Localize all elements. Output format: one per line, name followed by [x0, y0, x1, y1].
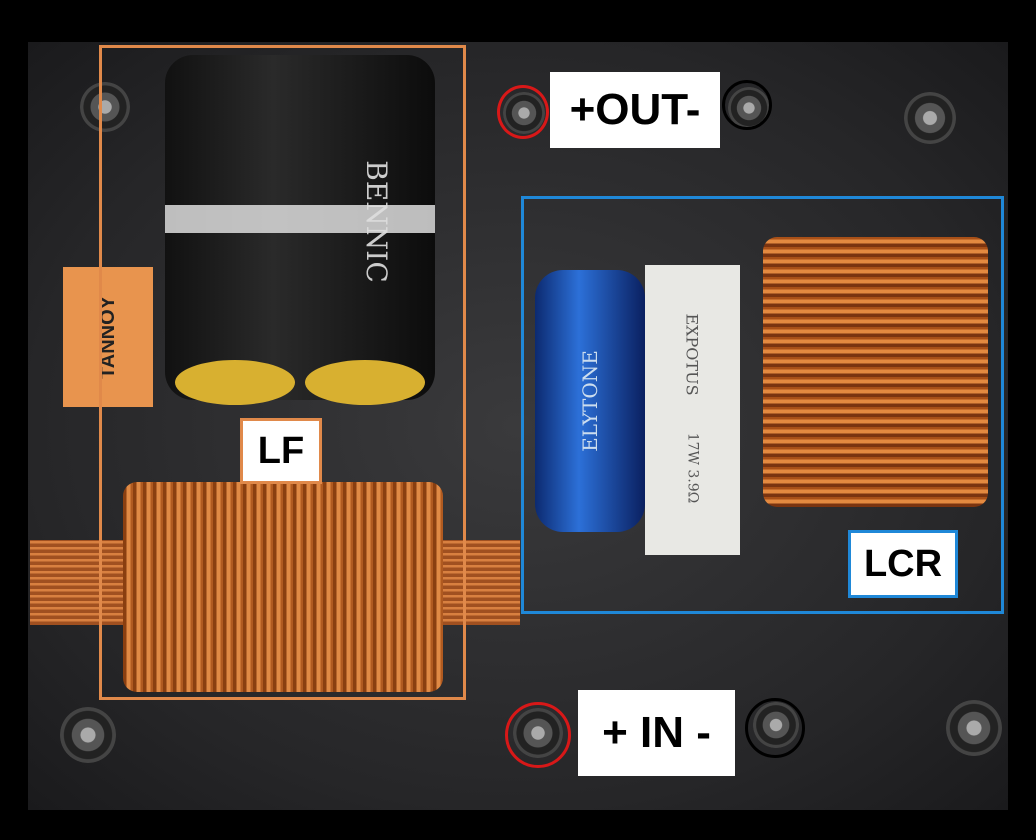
mounting-screw — [904, 92, 956, 144]
tannoy-sticker: TANNOY — [63, 267, 153, 407]
capacitor-end — [305, 360, 425, 405]
negative-out-ring — [722, 80, 772, 130]
lcr-label: LCR — [848, 530, 958, 598]
in-label: + IN - — [578, 690, 735, 776]
mounting-screw — [80, 82, 130, 132]
capacitor-end — [175, 360, 295, 405]
mounting-screw — [946, 700, 1002, 756]
blue-capacitor: ELYTONE — [535, 270, 645, 532]
mounting-screw — [60, 707, 116, 763]
cable-tie — [165, 205, 435, 233]
lcr-inductor-coil — [763, 237, 988, 507]
ceramic-resistor: EXPOTUS 17W 3.9Ω — [645, 265, 740, 555]
positive-out-ring — [497, 85, 549, 139]
positive-in-ring — [505, 702, 571, 768]
negative-in-ring — [745, 698, 805, 758]
out-label: +OUT- — [550, 72, 720, 148]
lf-section-box — [99, 45, 466, 700]
lcr-section-box — [521, 196, 1004, 614]
black-capacitor: BENNIC — [165, 55, 435, 405]
lf-inductor-coil — [123, 482, 443, 692]
lf-label: LF — [240, 418, 322, 484]
